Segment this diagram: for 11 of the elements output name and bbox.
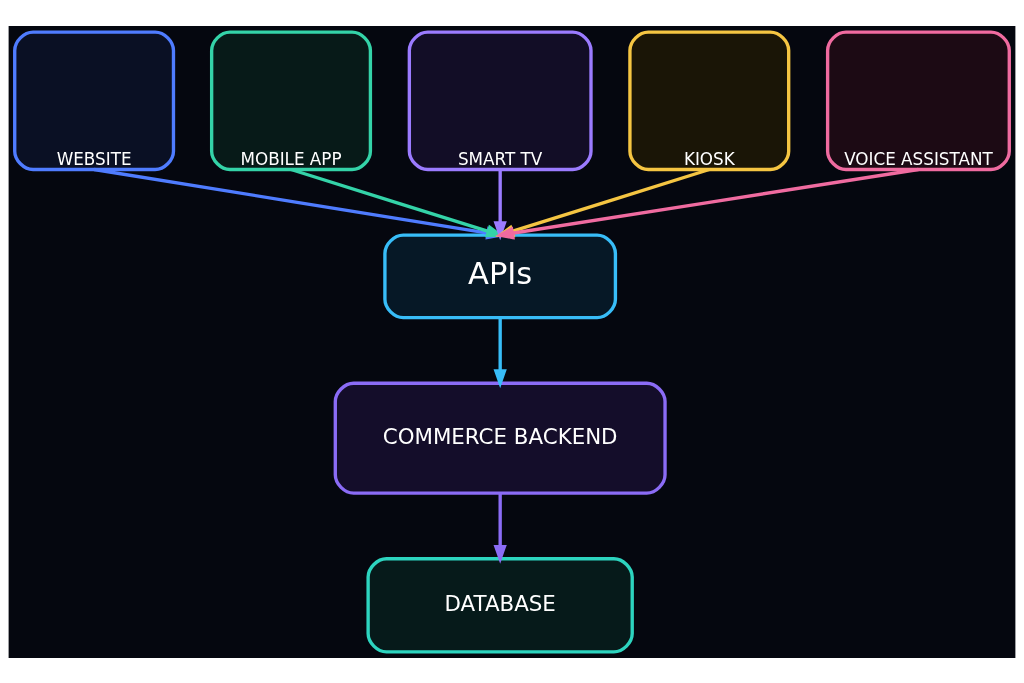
node-box: MOBILE APP — [209, 29, 373, 171]
arrow — [493, 492, 507, 564]
node-box: VOICE ASSISTANT — [825, 29, 1011, 171]
node-box: SMART TV — [407, 29, 593, 171]
node-box: KIOSK — [628, 29, 791, 171]
node-box: DATABASE — [366, 556, 634, 654]
node-box: APIs — [383, 232, 618, 319]
arrow — [493, 169, 507, 240]
arrow — [493, 317, 507, 388]
node-box: COMMERCE BACKEND — [333, 381, 667, 495]
node-box: WEBSITE — [13, 29, 176, 171]
